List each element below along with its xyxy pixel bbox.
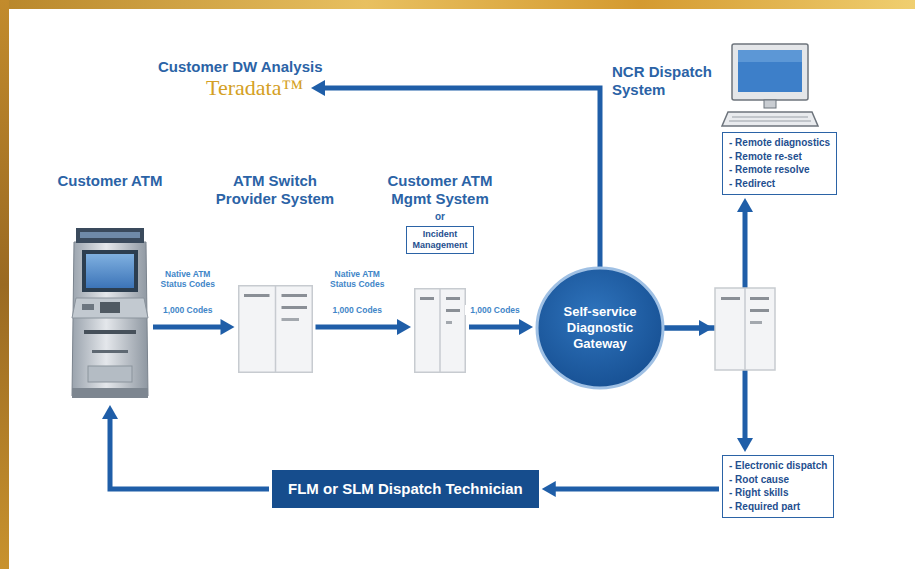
node-heading: Customer ATM (55, 172, 165, 190)
node-note: or (370, 210, 510, 223)
dispatch-system: NCR Dispatch System (612, 42, 820, 128)
server-illustration (414, 288, 466, 373)
node-heading: Customer ATM Mgmt System (375, 172, 505, 208)
connector (110, 417, 269, 489)
status-code-label: Native ATM Status Codes (326, 269, 388, 289)
arrow-head (542, 481, 556, 497)
connector (554, 487, 719, 492)
arrow-head (519, 319, 533, 335)
arrow-head (102, 405, 118, 419)
gateway-circle: Self-service Diagnostic Gateway (535, 266, 665, 390)
list-item: - Right skills (729, 486, 827, 500)
arrow-head (221, 319, 235, 335)
connector (323, 88, 600, 268)
atm-illustration (70, 228, 150, 400)
arrow-head (397, 319, 411, 335)
list-item: - Required part (729, 500, 827, 514)
list-item: - Remote diagnostics (729, 136, 830, 150)
edge-label: 1,000 Codes (327, 305, 387, 315)
list-item: - Remote resolve (729, 163, 830, 177)
box-label: FLM or SLM Dispatch Technician (288, 480, 523, 498)
edge-label: 1,000 Codes (158, 305, 218, 315)
arrow-head (737, 438, 753, 452)
child-slot: Incident Management (370, 223, 510, 254)
node-heading: NCR Dispatch System (612, 63, 720, 99)
list-item: - Root cause (729, 473, 827, 487)
list-item: - Electronic dispatch (729, 459, 827, 473)
list-item: - Remote re-set (729, 150, 830, 164)
list-item: - Redirect (729, 177, 830, 191)
warehouse-label: Customer DW AnalysisTeradata™ (158, 58, 322, 100)
node-heading: Customer DW Analysis (158, 58, 322, 76)
status-code-label: Native ATM Status Codes (157, 269, 219, 289)
switch-server: ATM Switch Provider System (195, 172, 355, 373)
mgmt-server: Customer ATM Mgmt System orIncident Manag… (370, 172, 510, 373)
connector (469, 325, 521, 330)
arrow-head (699, 320, 713, 336)
server-unit (715, 288, 775, 370)
incident-box: Incident Management (406, 226, 474, 254)
edge-label: 1,000 Codes (465, 305, 525, 315)
frame-band (0, 0, 9, 569)
computer-icon (720, 42, 820, 128)
frame-band (0, 0, 915, 9)
action-list-box: - Electronic dispatch- Root cause- Right… (722, 455, 834, 518)
circle-shape (537, 268, 663, 388)
action-list-box: - Remote diagnostics- Remote re-set- Rem… (722, 132, 837, 195)
node-heading: ATM Switch Provider System (205, 172, 345, 208)
arrow-head (737, 198, 753, 212)
technician-box: FLM or SLM Dispatch Technician (272, 470, 539, 508)
connector (153, 325, 223, 330)
atm-unit: Customer ATM (45, 172, 175, 400)
logo-text: Teradata™ (206, 76, 303, 100)
server-illustration (238, 285, 313, 373)
circle-label: Self-service Diagnostic Gateway (550, 304, 650, 352)
box-label: Incident Management (412, 229, 468, 251)
arrow-head (311, 80, 325, 96)
connector (316, 325, 400, 330)
